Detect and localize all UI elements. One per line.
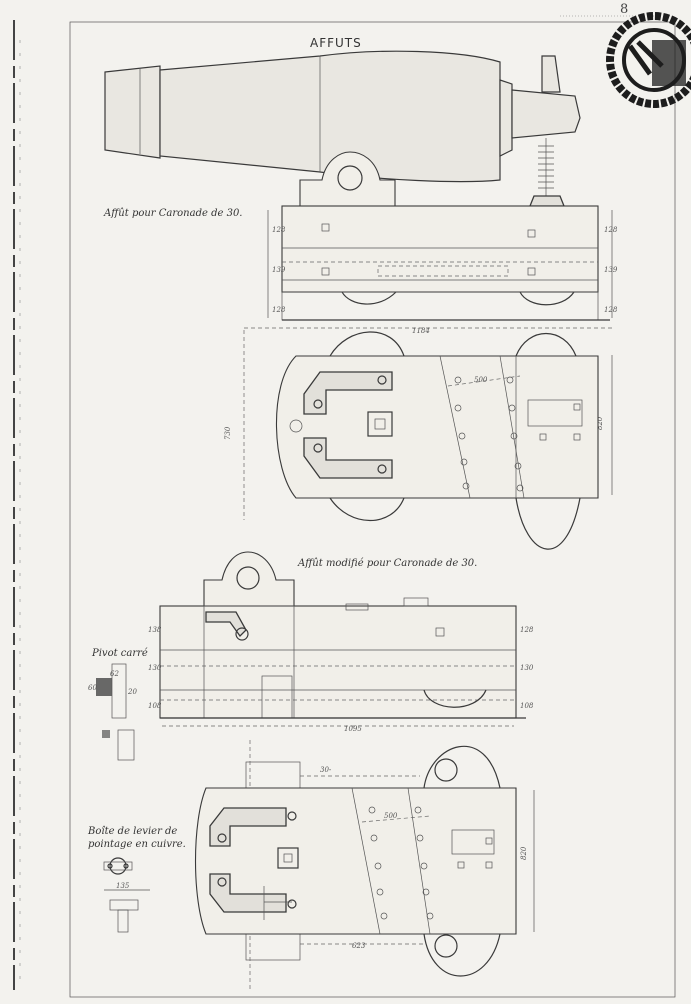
svg-text:623: 623 (352, 942, 366, 950)
svg-text:128: 128 (272, 226, 286, 234)
lever-box-detail: 135 (103, 857, 150, 933)
svg-text:108: 108 (520, 702, 534, 710)
svg-text:130: 130 (148, 664, 162, 672)
svg-text:1184: 1184 (412, 327, 430, 335)
svg-text:128: 128 (520, 626, 534, 634)
svg-text:20: 20 (127, 688, 137, 696)
svg-text:60: 60 (88, 684, 97, 692)
svg-text:108: 108 (148, 702, 162, 710)
top-carriage-plan: 1184 730 820 (224, 327, 613, 550)
drawing-frame (69, 21, 676, 998)
svg-text:500: 500 (474, 376, 488, 384)
library-stamp-icon (606, 12, 691, 108)
page-title: AFFUTS (310, 36, 362, 50)
svg-text:138: 138 (148, 626, 162, 634)
svg-text:730: 730 (224, 426, 232, 440)
modified-carriage-label: Affût modifié pour Caronade de 30. (298, 558, 478, 569)
lever-box-label-line1: Boîte de levier de (88, 826, 178, 837)
square-pivot-label: Pivot carré (92, 648, 148, 659)
svg-text:128: 128 (604, 226, 618, 234)
lever-box-label-line2: pointage en cuivre. (88, 839, 186, 850)
svg-text:128: 128 (604, 306, 618, 314)
carronade-carriage-label: Affût pour Caronade de 30. (104, 208, 243, 219)
svg-text:62: 62 (110, 670, 119, 678)
square-pivot-detail: 62 20 60 (88, 663, 137, 761)
carronade-barrel (104, 50, 581, 207)
svg-text:820: 820 (596, 416, 604, 430)
page-binding-edge (13, 20, 21, 990)
top-carriage-elevation: 128 139 128 128 139 128 (267, 205, 618, 321)
svg-text:135: 135 (116, 882, 130, 890)
svg-text:128: 128 (272, 306, 286, 314)
svg-text:139: 139 (604, 266, 618, 274)
svg-text:500: 500 (384, 812, 398, 820)
modified-carriage-plan: 30- 500 623 (195, 740, 535, 990)
svg-text:139: 139 (272, 266, 286, 274)
modified-carriage-elevation: 1095 128 130 108 138 130 108 (148, 551, 534, 733)
page-number: 8 (620, 2, 629, 17)
svg-text:30-: 30- (320, 766, 332, 774)
svg-text:820: 820 (520, 846, 528, 860)
svg-text:1095: 1095 (344, 725, 362, 733)
top-trunnion-lug (299, 151, 396, 207)
svg-text:130: 130 (520, 664, 534, 672)
